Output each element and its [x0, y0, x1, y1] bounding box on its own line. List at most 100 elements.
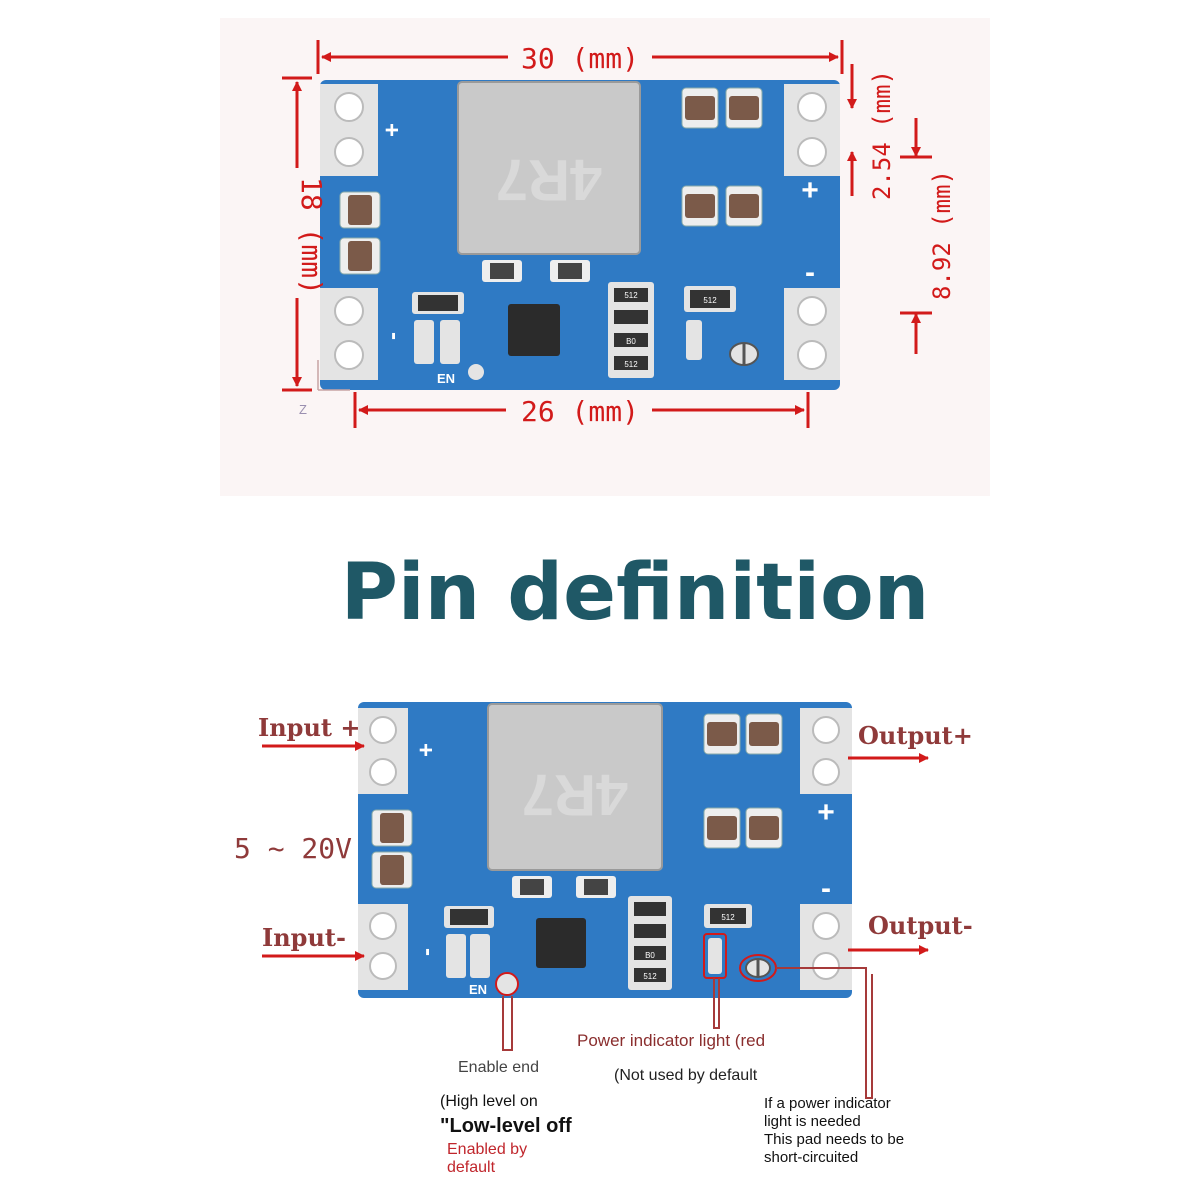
note-enable-default-1: Enabled by: [447, 1141, 528, 1158]
note-enable-high: (High level on: [440, 1093, 538, 1110]
pin-hole: [369, 952, 397, 980]
input-capacitor: [371, 851, 413, 889]
label-voltage-range: 5 ~ 20V: [234, 832, 352, 865]
inductor: [457, 81, 641, 255]
leader-led-pad: [776, 967, 873, 1099]
inductor-code: 4R7: [522, 762, 628, 827]
resistor-array: [628, 896, 672, 990]
input-minus-silk: -: [379, 332, 406, 340]
inductor-code: 4R7: [496, 147, 602, 212]
smd-resistor: [446, 934, 466, 978]
smd-chip-body: [690, 290, 730, 308]
dim-pad-spacing: 8.92 (mm): [928, 170, 956, 300]
output-capacitor: [745, 713, 783, 755]
output-capacitor: [681, 87, 719, 129]
pin-hole: [812, 716, 840, 744]
smd-chip-body: [710, 908, 746, 924]
pin-labels: Input + 5 ~ 20V Input- Output+ Output-: [234, 713, 973, 961]
output-plus-silk: +: [801, 174, 819, 207]
smd-resistor: [614, 356, 648, 370]
corner-mark: Z: [299, 402, 307, 417]
output-capacitor: [745, 807, 783, 849]
pin-hole: [369, 716, 397, 744]
input-capacitor: [339, 191, 381, 229]
en-silkscreen: EN: [437, 371, 455, 386]
resistor-body: [584, 879, 608, 895]
pin-hole: [334, 92, 364, 122]
label-input-plus: Input +: [258, 713, 360, 742]
pin-hole: [334, 137, 364, 167]
output-minus-silk: -: [805, 256, 815, 289]
resistor-body: [558, 263, 582, 279]
pin-hole: [812, 952, 840, 980]
pin-hole: [334, 340, 364, 370]
label-output-minus: Output-: [868, 911, 973, 940]
pin-hole: [797, 137, 827, 167]
leader-enable: [502, 996, 513, 1051]
note-power-light: Power indicator light (red: [577, 1031, 766, 1050]
input-minus-silk: -: [413, 948, 440, 956]
output-plus-silk: +: [817, 796, 835, 829]
resistor-array: [608, 282, 654, 378]
smd-diode-body: [450, 909, 488, 925]
smd-resistor: [614, 288, 648, 302]
note-pad-2: light is needed: [764, 1113, 861, 1130]
pin-hole: [369, 758, 397, 786]
input-plus-silk: +: [413, 743, 440, 757]
input-capacitor: [339, 237, 381, 275]
pin-hole: [334, 296, 364, 326]
chip-code: B0: [626, 337, 636, 346]
chip-code: 512: [624, 360, 638, 369]
dim-width-top: 30 (mm): [521, 42, 639, 75]
smd-resistor: [614, 310, 648, 324]
note-not-used: (Not used by default: [614, 1067, 758, 1084]
smd-resistor: [634, 968, 666, 982]
output-capacitor: [703, 713, 741, 755]
pin-hole: [369, 912, 397, 940]
regulator-ic: [508, 304, 560, 356]
dim-width-bottom: 26 (mm): [521, 395, 639, 428]
note-enable-title: Enable end: [458, 1059, 539, 1076]
power-led: [708, 938, 722, 974]
callout-lines: [502, 967, 873, 1099]
pcb-board-top: 4R7 512 B0 512 EN 512: [320, 80, 840, 390]
resistor-body: [490, 263, 514, 279]
dim-pitch: 2.54 (mm): [868, 70, 896, 200]
regulator-ic: [536, 918, 586, 968]
smd-resistor: [440, 320, 460, 364]
smd-resistor: [634, 946, 666, 960]
power-led: [686, 320, 702, 360]
enable-pad: [495, 972, 519, 996]
chip-code: 512: [643, 972, 657, 981]
input-plus-silk: +: [379, 123, 406, 137]
chip-code: 512: [721, 913, 735, 922]
output-capacitor: [703, 807, 741, 849]
enable-pad: [468, 364, 484, 380]
pin-hole: [797, 92, 827, 122]
smd-resistor: [634, 902, 666, 916]
chip-code: 512: [624, 291, 638, 300]
pin-hole: [812, 912, 840, 940]
en-silkscreen: EN: [469, 982, 487, 997]
note-enable-low: "Low-level off: [440, 1115, 572, 1137]
note-enable-default-2: default: [447, 1159, 496, 1176]
page-title: Pin definition: [340, 548, 930, 638]
note-pad-4: short-circuited: [764, 1149, 859, 1166]
chip-code: B0: [645, 951, 655, 960]
smd-resistor: [470, 934, 490, 978]
input-capacitor: [371, 809, 413, 847]
chip-code: 512: [703, 296, 717, 305]
output-capacitor: [725, 87, 763, 129]
smd-resistor: [414, 320, 434, 364]
dimension-annotations: 30 (mm) 26 (mm) 18 (mm) Z 2.54 (mm) 8.92…: [282, 40, 956, 428]
note-pad-1: If a power indicator: [764, 1095, 891, 1112]
pcb-board-bottom: 4R7 B0 512 EN 512 + - + -: [358, 702, 852, 998]
output-capacitor: [681, 185, 719, 227]
smd-resistor: [634, 924, 666, 938]
output-capacitor: [725, 185, 763, 227]
inductor: [487, 703, 663, 871]
resistor-body: [520, 879, 544, 895]
smd-diode-body: [418, 295, 458, 311]
leader-power-light: [713, 978, 720, 1029]
